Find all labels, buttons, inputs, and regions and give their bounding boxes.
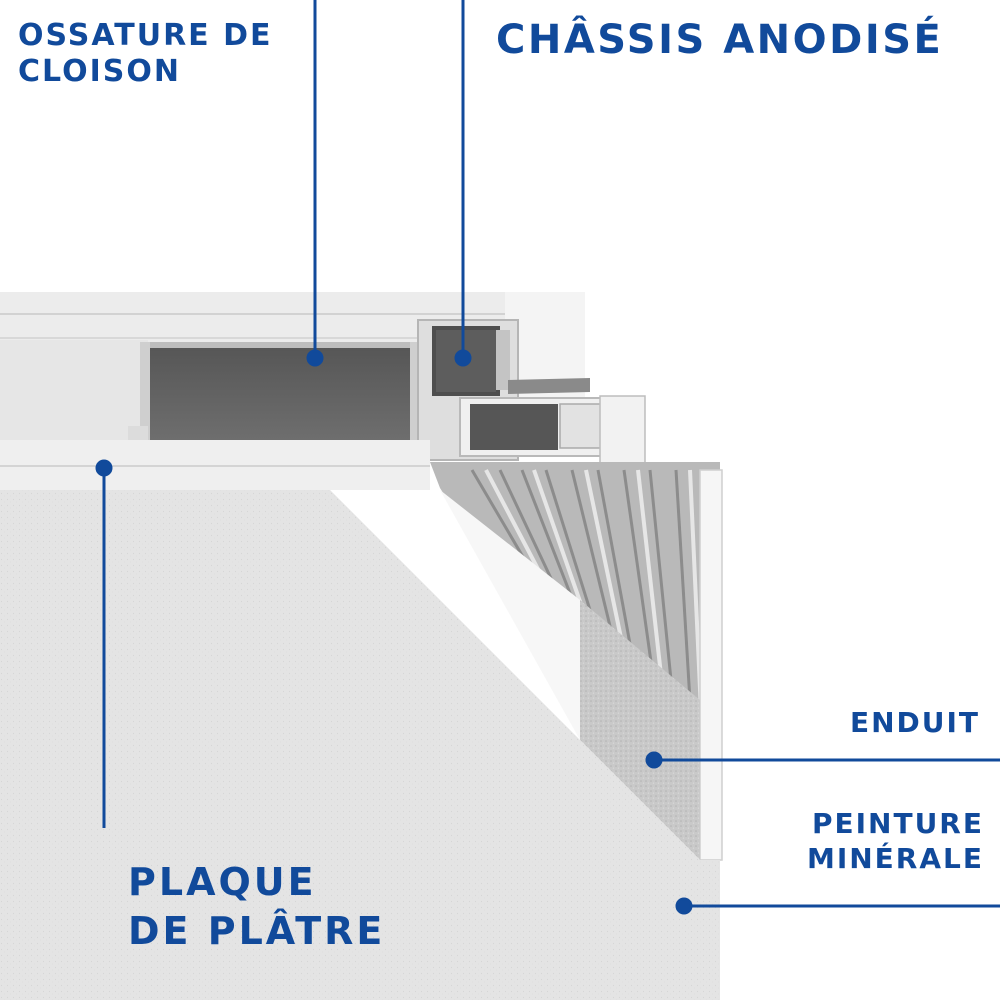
- leader-ossature-dot: [306, 349, 324, 367]
- label-peinture-line-2: MINÉRALE: [806, 842, 984, 875]
- label-peinture-minerale: PEINTURE MINÉRALE: [807, 806, 984, 876]
- label-ossature-line-2: CLOISON: [18, 54, 181, 89]
- label-chassis-text: CHÂSSIS ANODISÉ: [496, 17, 944, 63]
- plasterboard-face: [0, 490, 720, 1000]
- label-enduit-text: ENDUIT: [849, 706, 980, 739]
- label-plaque-line-2: DE PLÂTRE: [128, 909, 386, 954]
- leader-chassis-dot: [454, 349, 472, 367]
- label-enduit: ENDUIT: [850, 706, 980, 740]
- label-plaque-de-platre: PLAQUE DE PLÂTRE: [128, 858, 385, 957]
- leader-lines: [95, 0, 1000, 915]
- plasterboard-edge: [0, 440, 430, 490]
- leader-peinture-dot: [675, 897, 693, 915]
- label-chassis-anodise: CHÂSSIS ANODISÉ: [496, 16, 943, 64]
- label-plaque-line-1: PLAQUE: [128, 860, 317, 904]
- leader-enduit-dot: [645, 751, 663, 769]
- partition-frame-profile: [0, 340, 420, 440]
- leader-plaque-dot: [95, 459, 113, 477]
- label-peinture-line-1: PEINTURE: [811, 807, 984, 840]
- label-ossature-de-cloison: OSSATURE DE CLOISON: [18, 18, 273, 90]
- label-ossature-line-1: OSSATURE DE: [18, 18, 273, 53]
- anodized-chassis-profile: [417, 319, 646, 467]
